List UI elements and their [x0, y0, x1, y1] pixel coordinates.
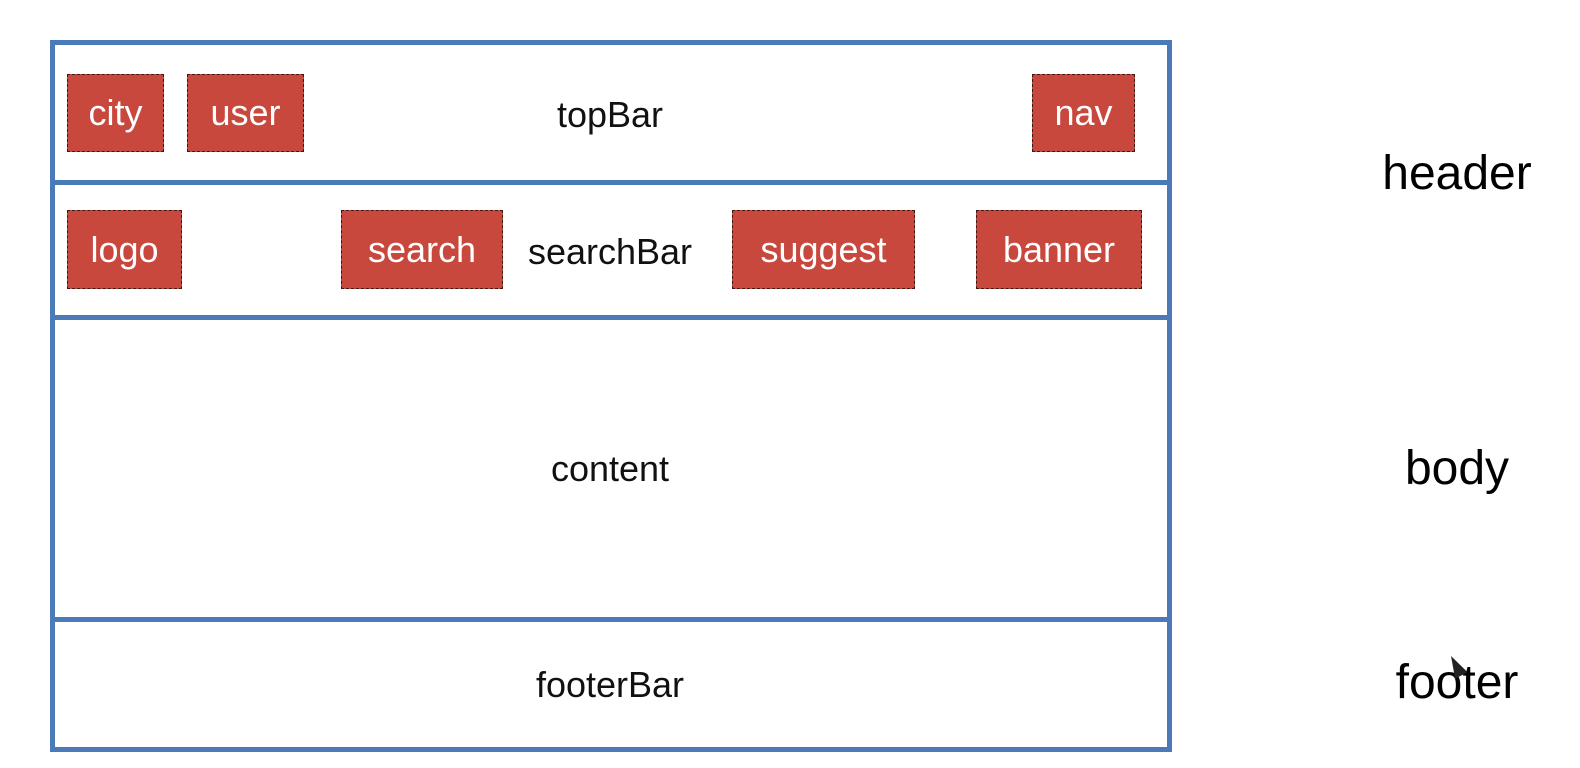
footerbar-label: footerBar — [535, 664, 685, 705]
content-label: content — [550, 448, 670, 489]
search-block: search — [341, 210, 503, 289]
page-frame — [50, 40, 1172, 752]
searchbar-content-divider — [55, 315, 1167, 320]
logo-block: logo — [67, 210, 182, 289]
body-side-label: body — [1404, 442, 1510, 495]
header-side-label: header — [1382, 147, 1532, 200]
banner-block: banner — [976, 210, 1142, 289]
suggest-block: suggest — [732, 210, 915, 289]
topbar-searchbar-divider — [55, 180, 1167, 185]
searchbar-label: searchBar — [527, 231, 693, 272]
user-block: user — [187, 74, 304, 152]
footer-side-label: footer — [1395, 656, 1519, 709]
topbar-label: topBar — [556, 94, 664, 135]
city-block: city — [67, 74, 164, 152]
content-footer-divider — [55, 617, 1167, 622]
nav-block: nav — [1032, 74, 1135, 152]
